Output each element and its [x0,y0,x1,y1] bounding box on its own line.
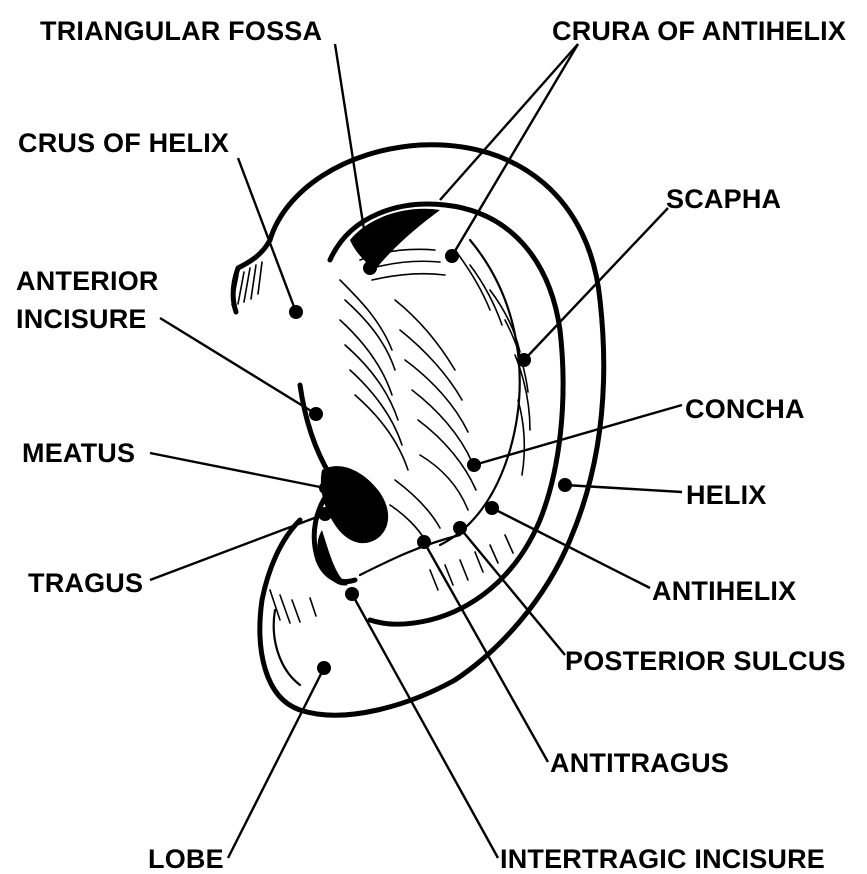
dot-meatus [319,482,331,494]
leader-crura-1 [440,44,578,200]
label-intertragic-incisure: INTERTRAGIC INCISURE [500,844,825,874]
lobe-fold [274,610,300,685]
label-crus-of-helix: CRUS OF HELIX [18,128,229,158]
leader-antitragus [424,542,548,762]
leader-lobe [228,668,324,858]
label-anterior-incisure-line2: INCISURE [16,304,147,334]
meatus-shading [321,466,388,543]
dot-antihelix [485,501,499,515]
label-concha: CONCHA [685,394,805,424]
antihelix-fold [440,240,520,545]
leader-antihelix [492,508,650,588]
label-lobe: LOBE [148,844,224,874]
dot-anterior-incisure [309,407,323,421]
dot-antitragus [417,535,431,549]
dot-crus-of-helix [289,305,303,319]
antitragus-fold [360,535,460,575]
dot-lobe [317,661,331,675]
dot-intertragic-incisure [345,587,359,601]
dot-concha [467,458,481,472]
dot-crura-of-antihelix [445,249,459,263]
ear-illustration [232,145,604,715]
label-helix: HELIX [686,480,767,510]
lobe-hatching [270,590,316,623]
dot-scapha [517,353,531,367]
leader-anterior-incisure [160,318,316,414]
label-tragus: TRAGUS [28,568,143,598]
leader-helix [565,485,682,492]
dot-helix [558,478,572,492]
label-antitragus: ANTITRAGUS [550,748,729,778]
label-scapha: SCAPHA [666,184,781,214]
dot-triangular-fossa [363,261,377,275]
leader-tragus [150,514,325,580]
label-meatus: MEATUS [22,438,135,468]
concha-deep-shading [318,530,348,586]
leader-concha [474,405,682,465]
label-anterior-incisure-line1: ANTERIOR [16,266,159,296]
leader-meatus [150,453,325,488]
leader-lines [150,44,682,858]
anterior-edge [300,385,330,475]
label-antihelix: ANTIHELIX [652,576,796,606]
label-posterior-sulcus: POSTERIOR SULCUS [565,646,846,676]
label-crura-of-antihelix: CRURA OF ANTIHELIX [552,16,846,46]
label-triangular-fossa: TRIANGULAR FOSSA [40,16,322,46]
dot-tragus [318,507,332,521]
dot-posterior-sulcus [453,521,467,535]
